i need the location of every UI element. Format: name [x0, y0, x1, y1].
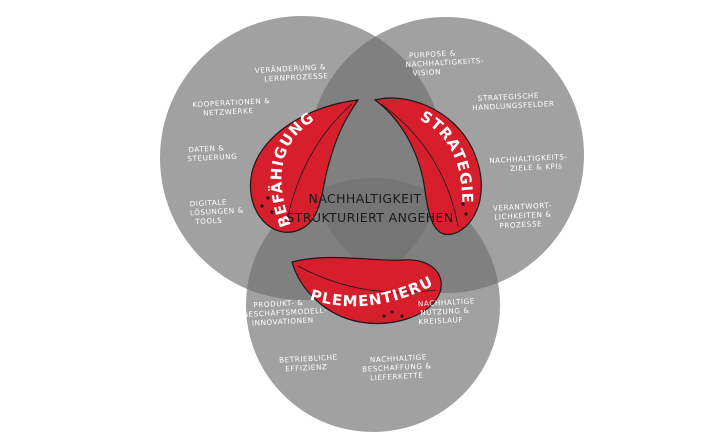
item-purpose: PURPOSE & NACHHALTIGKEITS- VISION — [405, 47, 488, 78]
item-nutzung: NACHHALTIGE NUTZUNG & KREISLAUF — [417, 296, 479, 326]
leaf-implementierung-shape — [291, 256, 442, 325]
item-verantwortlichkeiten: VERANTWORT- LICHKEITEN & PROZESSE — [493, 200, 556, 230]
center-label-line1: NACHHALTIGKEIT — [308, 191, 421, 206]
item-digitale: DIGITALE LÖSUNGEN & TOOLS — [189, 196, 247, 226]
item-ziele: NACHHALTIGKEITS- ZIELE & KPIs — [489, 152, 571, 174]
befaehigung-items: VERÄNDERUNG & LERNPROZESSE KOOPERATIONEN… — [187, 62, 330, 226]
item-beschaffung: NACHHALTIGE BESCHAFFUNG & LIEFERKETTE — [361, 352, 435, 383]
item-handlungsfelder: STRATEGISCHE HANDLUNGSFELDER — [471, 90, 554, 112]
leaf-befaehigung-shape — [249, 99, 360, 233]
item-effizienz: BETRIEBLICHE EFFIZIENZ — [279, 352, 341, 373]
item-daten: DATEN & STEUERUNG — [187, 143, 238, 164]
leaves — [249, 97, 482, 325]
leaf-strategie-shape — [373, 97, 482, 235]
item-produkt: PRODUKT- & GESCHÄFTSMODELL- INNOVATIONEN — [242, 297, 331, 329]
item-kooperationen: KOOPERATIONEN & NETZWERKE — [192, 96, 274, 118]
leaf-veins — [285, 103, 459, 293]
center-label: NACHHALTIGKEIT STRUKTURIERT ANGEHEN — [286, 191, 453, 225]
implementierung-items: PRODUKT- & GESCHÄFTSMODELL- INNOVATIONEN… — [242, 296, 479, 383]
strategie-items: PURPOSE & NACHHALTIGKEITS- VISION STRATE… — [405, 47, 571, 230]
center-label-line2: STRUKTURIERT ANGEHEN — [286, 210, 453, 225]
leaf-dots — [260, 194, 472, 318]
item-veraenderung: VERÄNDERUNG & LERNPROZESSE — [255, 62, 330, 84]
